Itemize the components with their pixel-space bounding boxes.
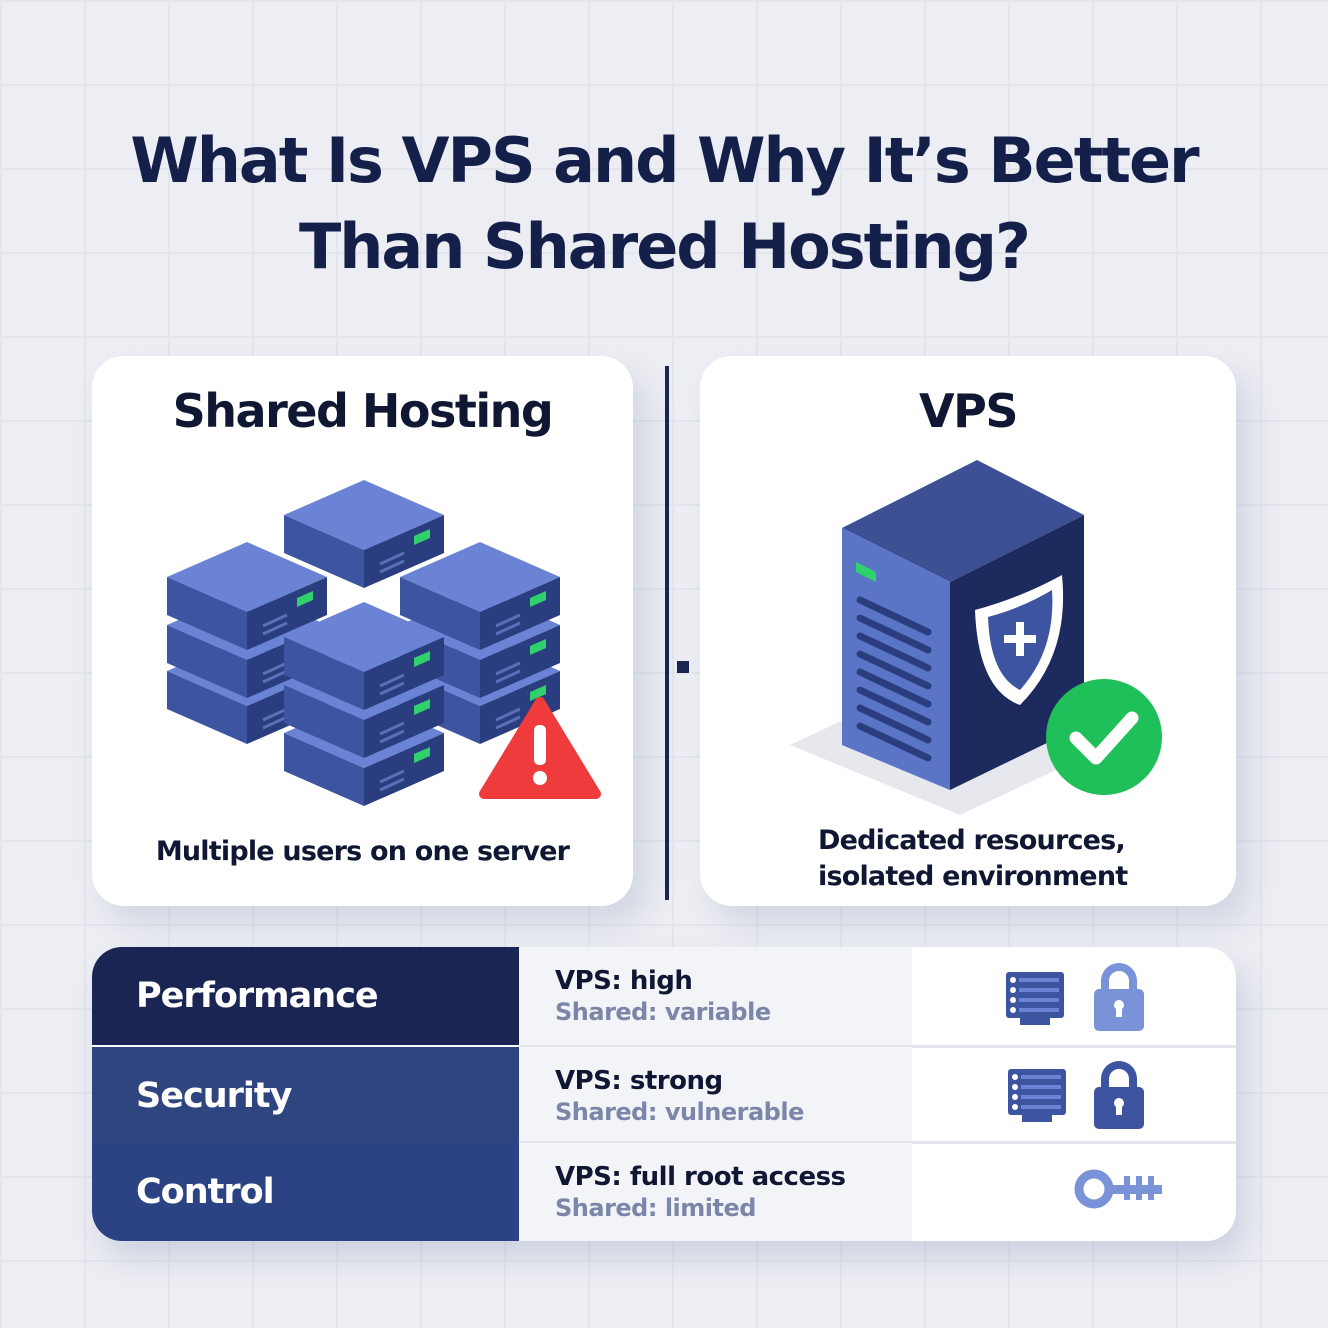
row-label: Control [92,1143,519,1241]
vps-heading: VPS [919,384,1018,438]
vps-value: VPS: full root access [555,1162,846,1192]
row-values: VPS: high Shared: variable [519,947,912,1045]
row-label: Performance [92,947,519,1045]
shared-hosting-caption: Multiple users on one server [155,836,570,867]
server-list-icon [1008,1061,1144,1129]
row-icons [912,1143,1236,1241]
page-title: What Is VPS and Why It’s Better Than Sha… [0,118,1328,290]
shared-value: Shared: variable [555,998,771,1026]
title-line-1: What Is VPS and Why It’s Better [130,124,1199,197]
key-icon [1074,1169,1162,1209]
table-row-security: Security VPS: strong Shared: vulnerable [92,1047,1236,1145]
table-row-control: Control VPS: full root access Shared: li… [92,1143,1236,1241]
shared-hosting-heading: Shared Hosting [172,384,554,438]
row-label: Security [92,1047,519,1145]
shield-icon [975,575,1064,705]
row-values: VPS: full root access Shared: limited [519,1143,912,1241]
vps-card: VPS Dedicated resources, isolated enviro… [700,356,1236,906]
vps-value: VPS: strong [555,1066,723,1096]
lock-icon [1094,963,1144,1031]
vps-value: VPS: high [555,966,693,996]
divider-dot [677,661,689,673]
title-line-2: Than Shared Hosting? [299,210,1031,283]
warning-icon [479,697,601,799]
row-separator [519,1141,1236,1144]
row-separator [519,1045,1236,1048]
server-list-icon [1006,963,1144,1031]
vps-caption-line-1: Dedicated resources, [818,825,1126,856]
row-values: VPS: strong Shared: vulnerable [519,1047,912,1145]
divider [665,366,669,900]
shared-value: Shared: vulnerable [555,1098,804,1126]
vps-caption: Dedicated resources, isolated environmen… [818,823,1236,895]
check-icon [1046,679,1162,795]
vps-caption-line-2: isolated environment [818,861,1128,892]
lock-icon [1094,1061,1144,1129]
table-row-performance: Performance VPS: high Shared: variable [92,947,1236,1045]
comparison-table: Performance VPS: high Shared: variable S… [92,947,1236,1241]
shared-value: Shared: limited [555,1194,756,1222]
row-icons [912,1047,1236,1145]
row-icons [912,947,1236,1045]
